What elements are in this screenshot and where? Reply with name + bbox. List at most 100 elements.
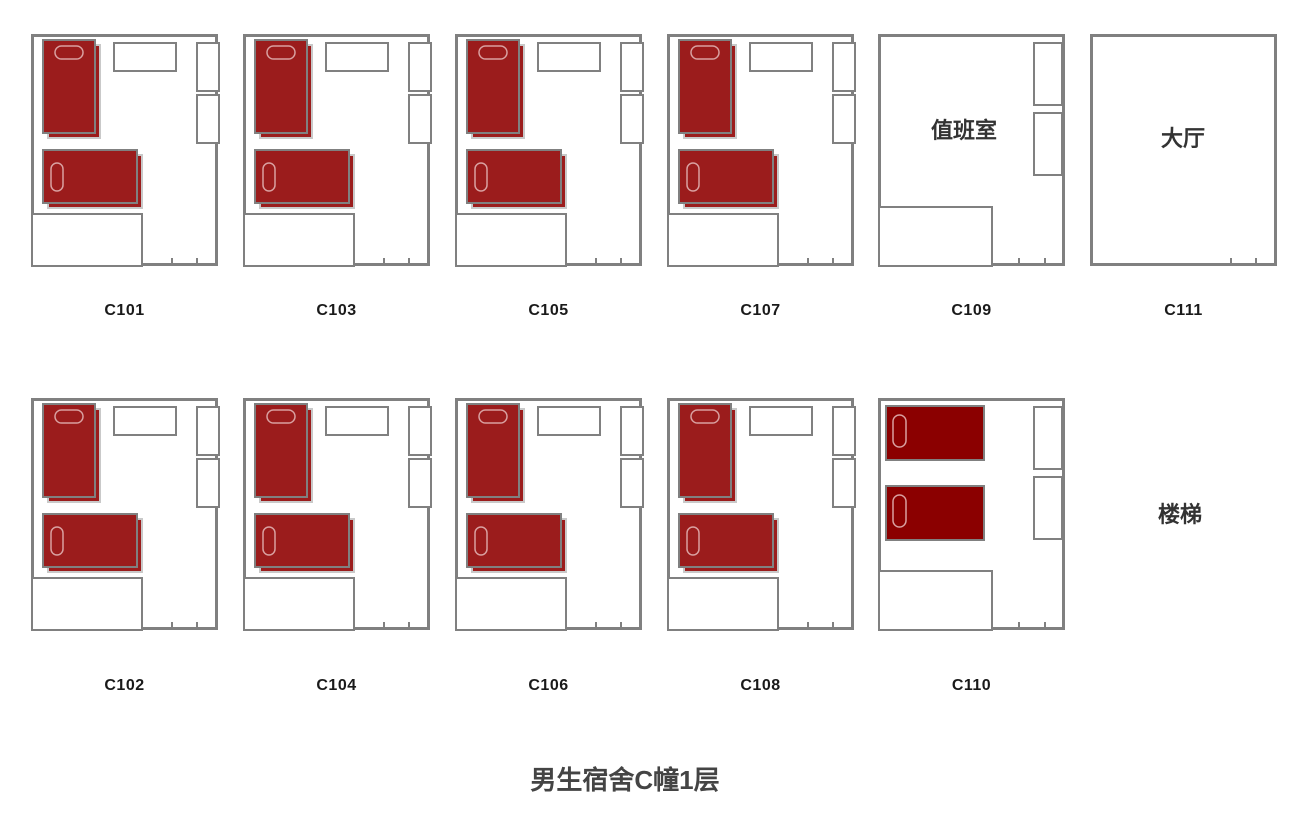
wardrobe <box>832 94 856 144</box>
room-c110[interactable] <box>878 398 1065 631</box>
room-label-c102: C102 <box>104 677 145 694</box>
room-label-c105: C105 <box>528 302 569 319</box>
room-c108[interactable] <box>667 398 856 631</box>
pillow-icon <box>266 409 296 424</box>
pillow-icon <box>54 45 84 60</box>
room-label-c103: C103 <box>316 302 357 319</box>
room-label-c108: C108 <box>740 677 781 694</box>
bathroom <box>455 577 567 631</box>
bed-horizontal <box>254 513 350 568</box>
desk <box>537 406 601 436</box>
desk <box>749 406 813 436</box>
room-c111[interactable]: 大厅 <box>1090 34 1277 266</box>
wardrobe <box>620 42 644 92</box>
bed-vertical <box>678 39 732 134</box>
wardrobe <box>1033 476 1063 540</box>
pillow-icon <box>690 45 720 60</box>
bed-vertical <box>466 39 520 134</box>
room-label-c107: C107 <box>740 302 781 319</box>
bed-vertical <box>254 39 308 134</box>
room-c106[interactable] <box>455 398 644 631</box>
room-label-c109: C109 <box>951 302 992 319</box>
bed-vertical <box>254 403 308 498</box>
pillow-icon <box>892 414 907 448</box>
pillow-icon <box>690 409 720 424</box>
room-label-c110: C110 <box>951 677 992 694</box>
room-label-c111: C111 <box>1164 302 1203 319</box>
bed-horizontal <box>42 513 138 568</box>
bed-horizontal <box>678 149 774 204</box>
bed-vertical <box>42 403 96 498</box>
wardrobe <box>408 406 432 456</box>
bed-horizontal <box>42 149 138 204</box>
bathroom <box>243 213 355 267</box>
desk <box>113 406 177 436</box>
pillow-icon <box>50 526 64 556</box>
pillow-icon <box>262 162 276 192</box>
pillow-icon <box>474 526 488 556</box>
bed-horizontal <box>885 405 985 461</box>
wardrobe <box>196 458 220 508</box>
wardrobe <box>832 458 856 508</box>
room-label-c106: C106 <box>528 677 569 694</box>
pillow-icon <box>478 409 508 424</box>
wardrobe <box>408 94 432 144</box>
wardrobe <box>1033 112 1063 176</box>
page-title: 男生宿舍C幢1层 <box>530 765 720 795</box>
bathroom <box>667 213 779 267</box>
wardrobe <box>196 42 220 92</box>
desk <box>537 42 601 72</box>
bathroom <box>455 213 567 267</box>
pillow-icon <box>54 409 84 424</box>
pillow-icon <box>474 162 488 192</box>
wardrobe <box>408 458 432 508</box>
wardrobe <box>832 406 856 456</box>
desk <box>325 42 389 72</box>
wardrobe <box>1033 406 1063 470</box>
wardrobe <box>832 42 856 92</box>
bed-horizontal <box>678 513 774 568</box>
bathroom <box>31 577 143 631</box>
room-c109[interactable]: 值班室 <box>878 34 1065 267</box>
desk <box>325 406 389 436</box>
pillow-icon <box>266 45 296 60</box>
wardrobe <box>620 406 644 456</box>
desk <box>749 42 813 72</box>
room-c102[interactable] <box>31 398 220 631</box>
wardrobe <box>196 406 220 456</box>
room-c111-name: 大厅 <box>1161 126 1206 151</box>
room-label-c104: C104 <box>316 677 357 694</box>
pillow-icon <box>892 494 907 528</box>
bathroom <box>878 206 993 267</box>
room-c103[interactable] <box>243 34 432 267</box>
room-c105[interactable] <box>455 34 644 267</box>
stairs-label: 楼梯 <box>1157 502 1202 527</box>
bed-vertical <box>42 39 96 134</box>
room-c107[interactable] <box>667 34 856 267</box>
bathroom <box>31 213 143 267</box>
wardrobe <box>620 94 644 144</box>
wardrobe <box>408 42 432 92</box>
bed-horizontal <box>466 149 562 204</box>
room-label-c101: C101 <box>104 302 145 319</box>
bathroom <box>243 577 355 631</box>
bed-vertical <box>466 403 520 498</box>
bed-vertical <box>678 403 732 498</box>
room-c104[interactable] <box>243 398 432 631</box>
wardrobe <box>196 94 220 144</box>
room-c101[interactable] <box>31 34 220 267</box>
bathroom <box>878 570 993 631</box>
bed-horizontal <box>254 149 350 204</box>
wardrobe <box>1033 42 1063 106</box>
pillow-icon <box>478 45 508 60</box>
bed-horizontal <box>885 485 985 541</box>
desk <box>113 42 177 72</box>
wardrobe <box>620 458 644 508</box>
pillow-icon <box>262 526 276 556</box>
pillow-icon <box>686 162 700 192</box>
bed-horizontal <box>466 513 562 568</box>
bathroom <box>667 577 779 631</box>
pillow-icon <box>50 162 64 192</box>
pillow-icon <box>686 526 700 556</box>
room-c109-name: 值班室 <box>931 118 998 143</box>
